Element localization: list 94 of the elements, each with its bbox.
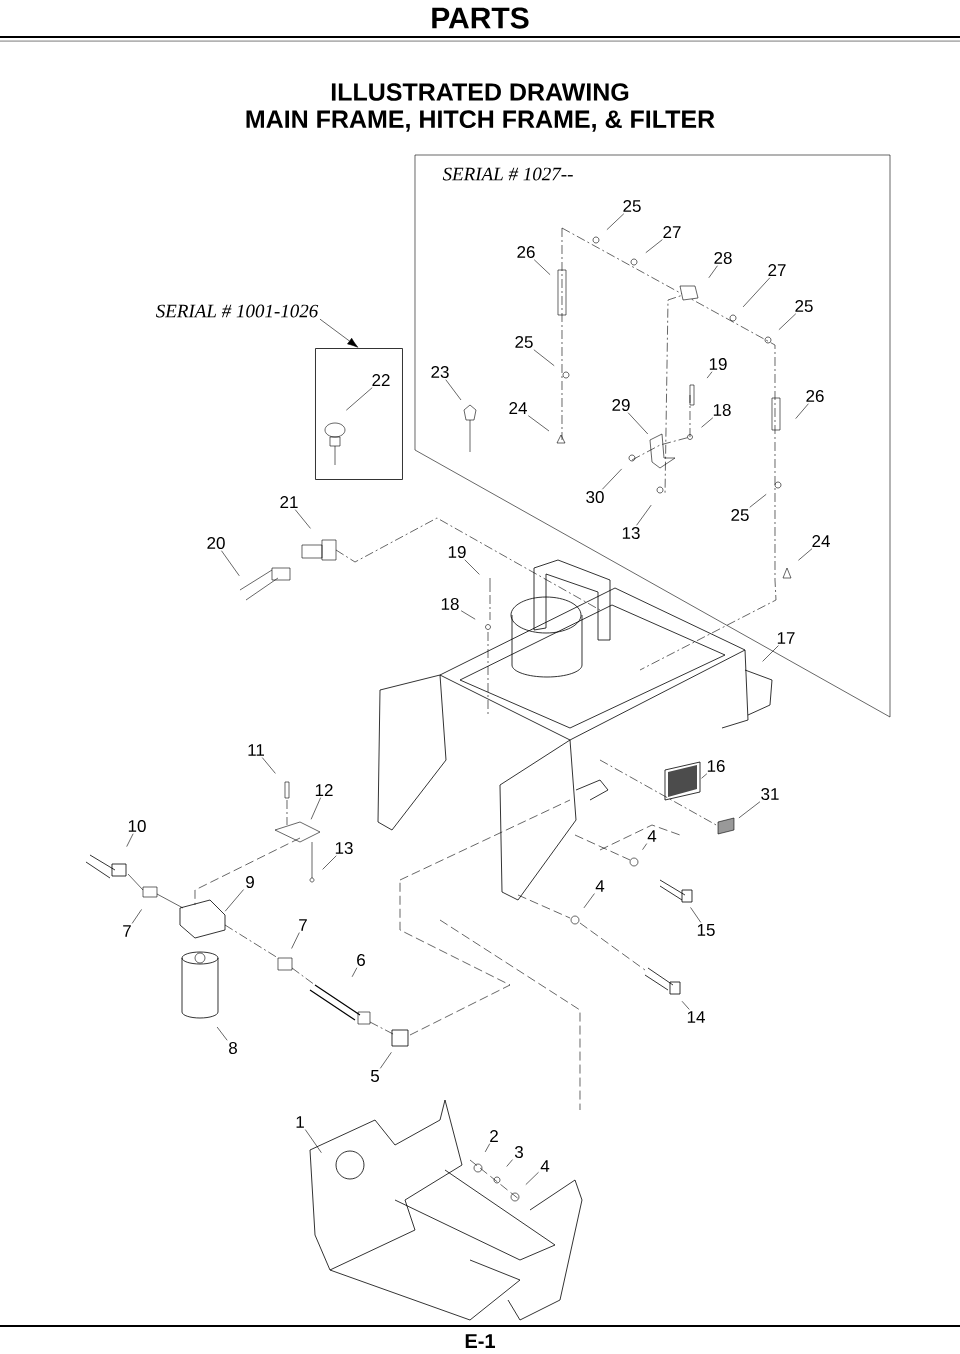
leader-line bbox=[583, 893, 595, 909]
callout-number: 14 bbox=[687, 1011, 705, 1023]
leader-line bbox=[506, 1159, 513, 1167]
callout-number: 20 bbox=[207, 537, 225, 550]
leader-line bbox=[708, 265, 718, 279]
serial-label: SERIAL # 1001-1026 bbox=[155, 304, 319, 318]
callout-number: 4 bbox=[540, 1160, 550, 1172]
callout-number: 25 bbox=[731, 509, 749, 522]
leader-line bbox=[642, 843, 648, 850]
callout-number: 13 bbox=[622, 527, 640, 540]
callout-number: 31 bbox=[761, 788, 779, 801]
leader-line bbox=[738, 801, 761, 819]
leader-line bbox=[224, 889, 244, 912]
callout-number: 24 bbox=[509, 402, 527, 414]
callout-number: 1 bbox=[296, 1116, 304, 1128]
callout-number: 27 bbox=[768, 264, 786, 276]
leader-line bbox=[798, 548, 813, 561]
callout-number: 5 bbox=[370, 1070, 379, 1082]
leader-line bbox=[795, 403, 809, 419]
callout-number: 29 bbox=[612, 399, 630, 412]
callout-number: 28 bbox=[714, 252, 732, 265]
leader-line bbox=[742, 277, 771, 308]
callout-number: 22 bbox=[372, 374, 390, 386]
leader-line bbox=[131, 909, 142, 924]
callout-number: 25 bbox=[515, 336, 533, 349]
leader-line bbox=[606, 213, 625, 230]
callout-number: 25 bbox=[795, 300, 813, 313]
callout-number: 19 bbox=[448, 546, 466, 559]
callout-number: 6 bbox=[357, 954, 365, 967]
leader-line bbox=[533, 259, 551, 275]
arrow bbox=[319, 318, 359, 348]
callout-number: 2 bbox=[490, 1130, 498, 1142]
callout-number: 25 bbox=[623, 200, 641, 213]
leader-line bbox=[525, 1171, 539, 1185]
leader-line bbox=[701, 417, 714, 428]
leader-line bbox=[749, 494, 767, 508]
callout-number: 11 bbox=[248, 744, 264, 756]
leader-line bbox=[706, 371, 713, 379]
callout-number: 9 bbox=[246, 876, 254, 889]
leader-line bbox=[762, 645, 779, 662]
leader-line bbox=[681, 1000, 690, 1010]
callout-number: 18 bbox=[441, 598, 459, 611]
callout-number: 12 bbox=[315, 784, 333, 796]
callout-number: 17 bbox=[777, 632, 795, 644]
drawing-title: ILLUSTRATED DRAWING bbox=[331, 83, 629, 101]
callout-number: 4 bbox=[647, 830, 657, 842]
callout-number: 21 bbox=[280, 496, 298, 508]
callout-number: 15 bbox=[697, 924, 715, 936]
leader-line bbox=[261, 757, 276, 774]
leader-line bbox=[346, 387, 373, 411]
leader-line bbox=[291, 932, 300, 949]
leader-line bbox=[379, 1052, 392, 1069]
callout-number: 7 bbox=[299, 919, 307, 931]
callout-number: 26 bbox=[517, 246, 535, 259]
callout-number: 24 bbox=[812, 535, 830, 547]
callout-number: 10 bbox=[128, 820, 146, 833]
callout-number: 13 bbox=[335, 842, 353, 855]
serial-label: SERIAL # 1027-- bbox=[442, 167, 573, 181]
drawing-title: MAIN FRAME, HITCH FRAME, & FILTER bbox=[246, 110, 715, 132]
callout-number: 3 bbox=[514, 1146, 523, 1159]
callout-number: 19 bbox=[709, 358, 727, 371]
leader-line bbox=[627, 412, 649, 435]
inset-box bbox=[315, 348, 403, 480]
leader-line bbox=[636, 504, 652, 526]
callout-number: 27 bbox=[663, 226, 681, 238]
leader-line bbox=[304, 1129, 322, 1153]
leader-line bbox=[528, 415, 550, 432]
page-title: PARTS bbox=[432, 7, 529, 29]
leader-line bbox=[701, 773, 708, 779]
leader-line bbox=[460, 610, 476, 620]
leader-line bbox=[645, 239, 663, 253]
leader-line bbox=[484, 1143, 491, 1153]
leader-line bbox=[294, 509, 311, 529]
leader-line bbox=[351, 967, 358, 978]
leader-line bbox=[778, 313, 797, 330]
callout-number: 16 bbox=[707, 760, 725, 773]
leader-line bbox=[310, 797, 321, 820]
page-number: E-1 bbox=[465, 1334, 495, 1348]
leader-line bbox=[322, 855, 337, 870]
leader-line bbox=[445, 379, 462, 401]
leader-line bbox=[602, 468, 622, 490]
leader-line bbox=[126, 833, 134, 847]
leader-line bbox=[221, 550, 240, 577]
leader-line bbox=[533, 349, 555, 366]
callout-number: 7 bbox=[123, 925, 131, 937]
leader-line bbox=[464, 559, 480, 575]
callout-number: 26 bbox=[806, 390, 824, 403]
leader-line bbox=[216, 1026, 228, 1041]
callout-number: 18 bbox=[713, 404, 731, 417]
callout-number: 8 bbox=[229, 1042, 237, 1055]
leader-line bbox=[690, 907, 702, 923]
callout-number: 30 bbox=[586, 491, 604, 504]
callout-number: 4 bbox=[595, 880, 605, 892]
callout-number: 23 bbox=[431, 366, 449, 379]
